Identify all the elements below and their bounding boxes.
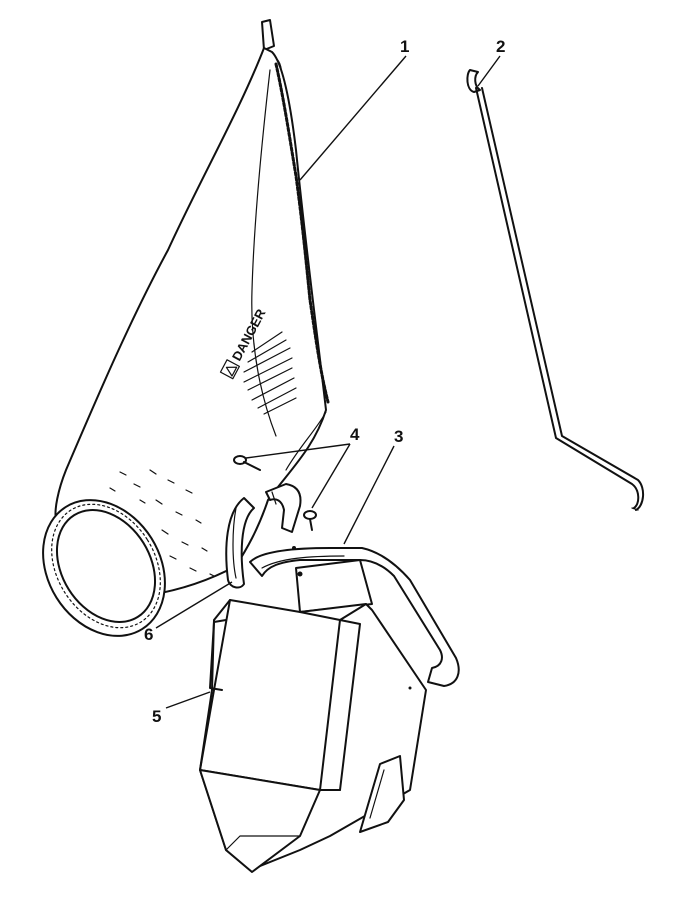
callout-6: 6: [144, 625, 153, 644]
discharge-housing: [199, 546, 427, 873]
screw-right: [303, 510, 317, 531]
bag-mouth: [42, 499, 166, 637]
callout-3: 3: [394, 427, 403, 446]
bag-frame: [249, 547, 460, 687]
decal-hatch: [243, 331, 297, 415]
callout-labels: 1 2 3 4 5 6: [144, 37, 505, 726]
callout-2: 2: [496, 37, 505, 56]
bag-handle: [225, 497, 255, 589]
grass-bag: DANGER: [42, 19, 330, 637]
bag-mesh: [109, 469, 215, 577]
mounting-clip: [265, 483, 302, 533]
callout-1: 1: [400, 37, 409, 56]
screw-left: [233, 455, 261, 471]
support-rod: [466, 69, 644, 511]
callout-5: 5: [152, 707, 161, 726]
callout-4: 4: [350, 425, 360, 444]
leader-lines: [155, 55, 501, 709]
